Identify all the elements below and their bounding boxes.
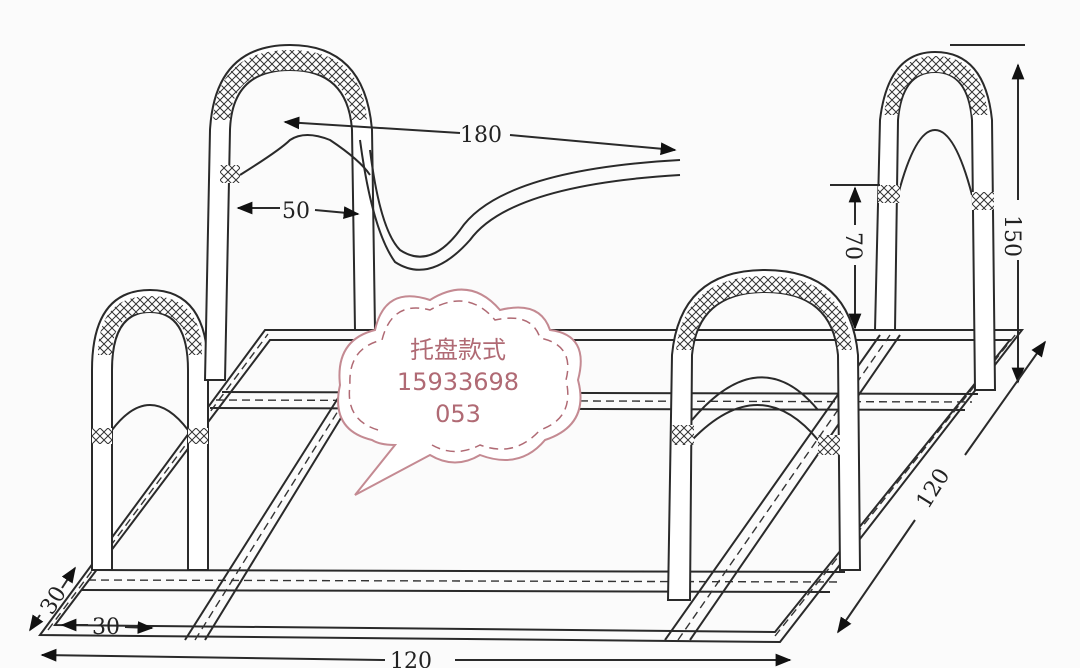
contact-bubble: 托盘款式 15933698 053 [337, 288, 582, 496]
dim-loop-height: 150 [999, 215, 1024, 257]
loop-front-right [666, 268, 862, 601]
bubble-phone-part2: 053 [435, 400, 481, 428]
dim-side-length: 120 [912, 464, 955, 513]
bubble-phone-part1: 15933698 [397, 368, 519, 396]
loop-front-left [91, 288, 209, 571]
dim-sleeve-height: 70 [840, 232, 865, 260]
dim-loop-width: 50 [282, 199, 310, 224]
loop-back-left [203, 43, 681, 381]
dim-strap-width: 30 [92, 615, 120, 640]
bubble-title: 托盘款式 [410, 336, 506, 364]
dim-front-length: 120 [390, 649, 432, 668]
dim-loop-span: 180 [460, 123, 502, 148]
dimension-lines [29, 44, 1046, 667]
loop-back-right [873, 50, 997, 391]
dim-edge-margin: 30 [36, 582, 72, 619]
